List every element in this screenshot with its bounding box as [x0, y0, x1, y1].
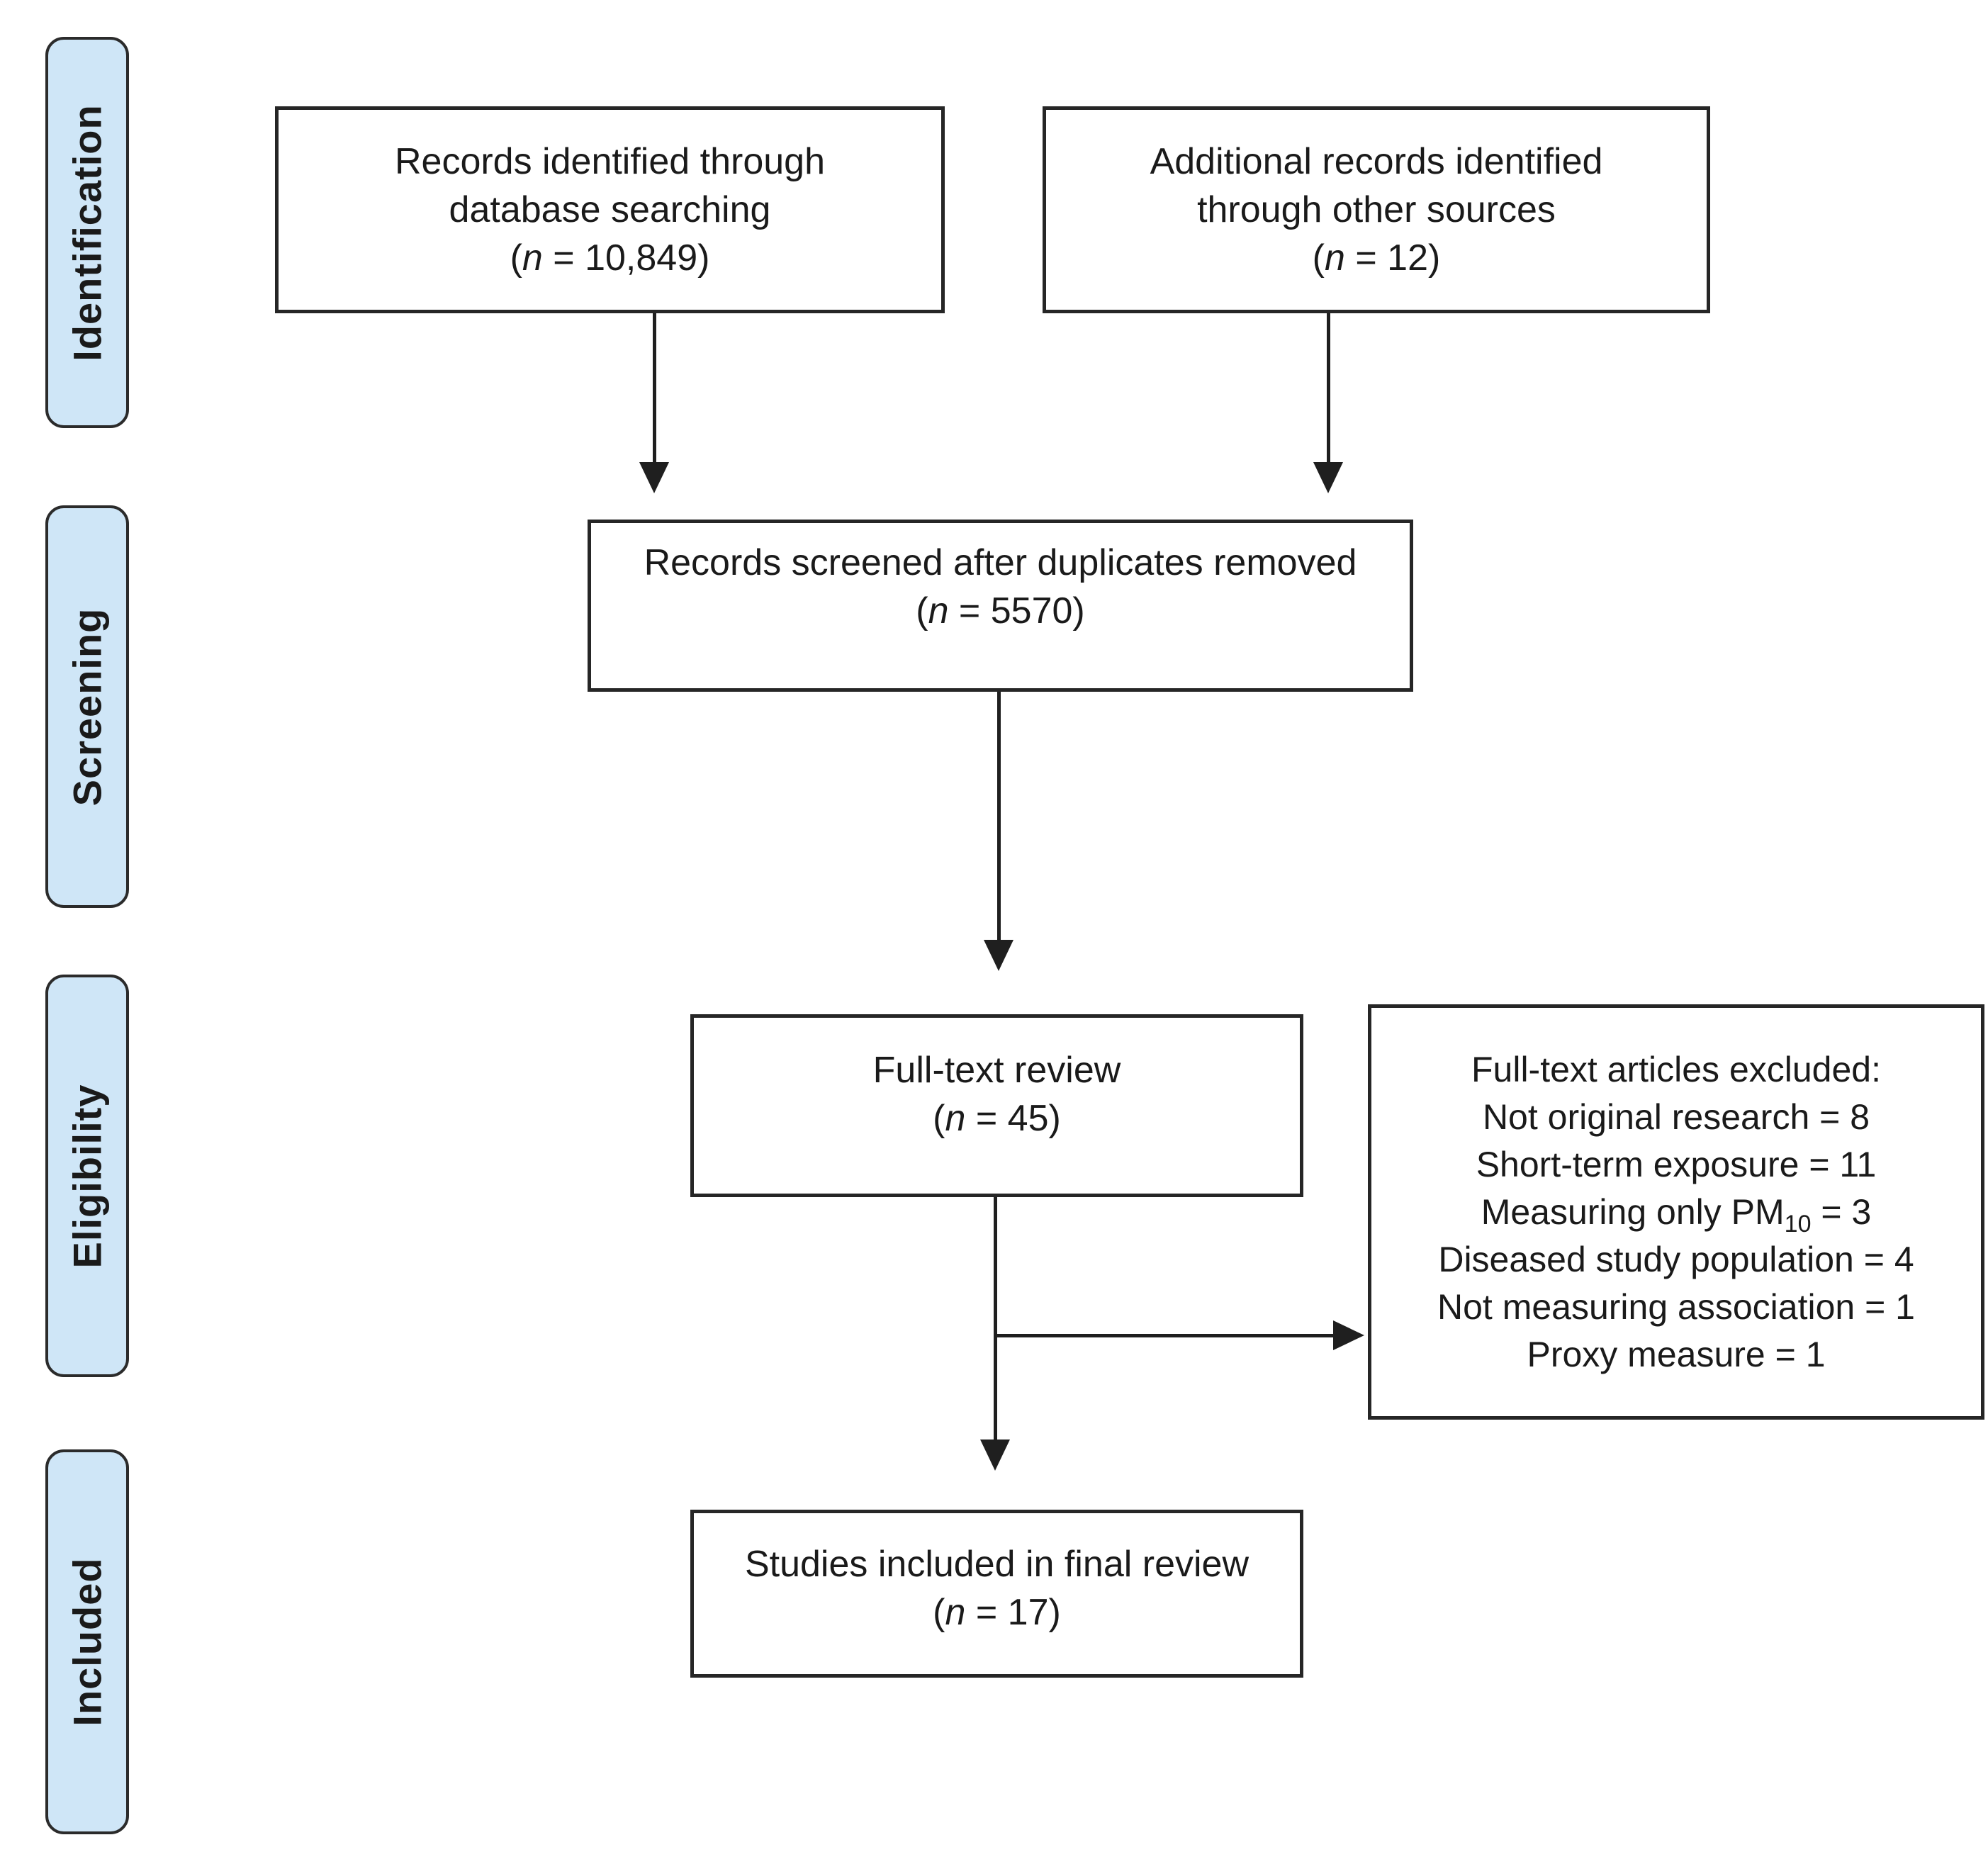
- excluded-title: Full-text articles excluded:: [1471, 1049, 1881, 1089]
- box-records-identified-database: Records identified through database sear…: [275, 106, 945, 313]
- arrow-down-icon: [984, 940, 1013, 971]
- box-records-screened: Records screened after duplicates remove…: [588, 520, 1413, 692]
- box-text-line: Studies included in final review: [744, 1544, 1249, 1585]
- box-text-line: database searching: [449, 189, 771, 230]
- box-text-line: Records screened after duplicates remove…: [644, 542, 1357, 583]
- box-count-line: (n = 45): [933, 1098, 1061, 1139]
- box-count-line: (n = 5570): [916, 590, 1085, 632]
- stage-identification-label: Identification: [64, 103, 110, 361]
- arrow-down-icon: [980, 1439, 1010, 1471]
- exclusion-reason: Not measuring association = 1: [1437, 1286, 1915, 1327]
- box-text-line: Records identified through: [394, 141, 826, 182]
- box-text-line: through other sources: [1197, 189, 1556, 230]
- arrow-down-icon: [1313, 462, 1343, 493]
- box-count-line: (n = 10,849): [510, 237, 710, 279]
- stage-eligibility-label: Eligibility: [64, 1084, 110, 1268]
- exclusion-reason: Diseased study population = 4: [1438, 1239, 1914, 1279]
- exclusion-reason: Short-term exposure = 11: [1476, 1144, 1877, 1184]
- exclusion-reason: Not original research = 8: [1482, 1096, 1870, 1137]
- stage-screening: Screening: [45, 505, 129, 908]
- connector-screened-to-fulltext-line: [997, 692, 1001, 943]
- box-count-line: (n = 17): [933, 1592, 1061, 1633]
- stage-identification: Identification: [45, 37, 129, 428]
- stage-screening-label: Screening: [64, 607, 110, 806]
- box-fulltext-review: Full-text review (n = 45): [690, 1014, 1303, 1197]
- stage-included-label: Included: [64, 1557, 110, 1727]
- box-studies-included-final: Studies included in final review (n = 17…: [690, 1510, 1303, 1678]
- box-count-line: (n = 12): [1312, 237, 1441, 279]
- connector-fulltext-to-included-line: [994, 1197, 997, 1442]
- stage-eligibility: Eligibility: [45, 975, 129, 1377]
- connector-other-to-screened-line: [1327, 313, 1330, 468]
- box-text-line: Full-text review: [872, 1050, 1121, 1091]
- arrow-right-icon: [1333, 1320, 1364, 1350]
- box-fulltext-excluded: Full-text articles excluded: Not origina…: [1368, 1004, 1984, 1420]
- exclusion-reason: Proxy measure = 1: [1527, 1334, 1826, 1374]
- box-additional-records-other-sources: Additional records identified through ot…: [1043, 106, 1710, 313]
- connector-db-to-screened-line: [653, 313, 656, 468]
- arrow-down-icon: [639, 462, 669, 493]
- exclusion-reason: Measuring only PM10 = 3: [1481, 1191, 1872, 1238]
- connector-branch-to-excluded-line: [995, 1334, 1336, 1337]
- box-text-line: Additional records identified: [1150, 141, 1603, 182]
- stage-included: Included: [45, 1449, 129, 1834]
